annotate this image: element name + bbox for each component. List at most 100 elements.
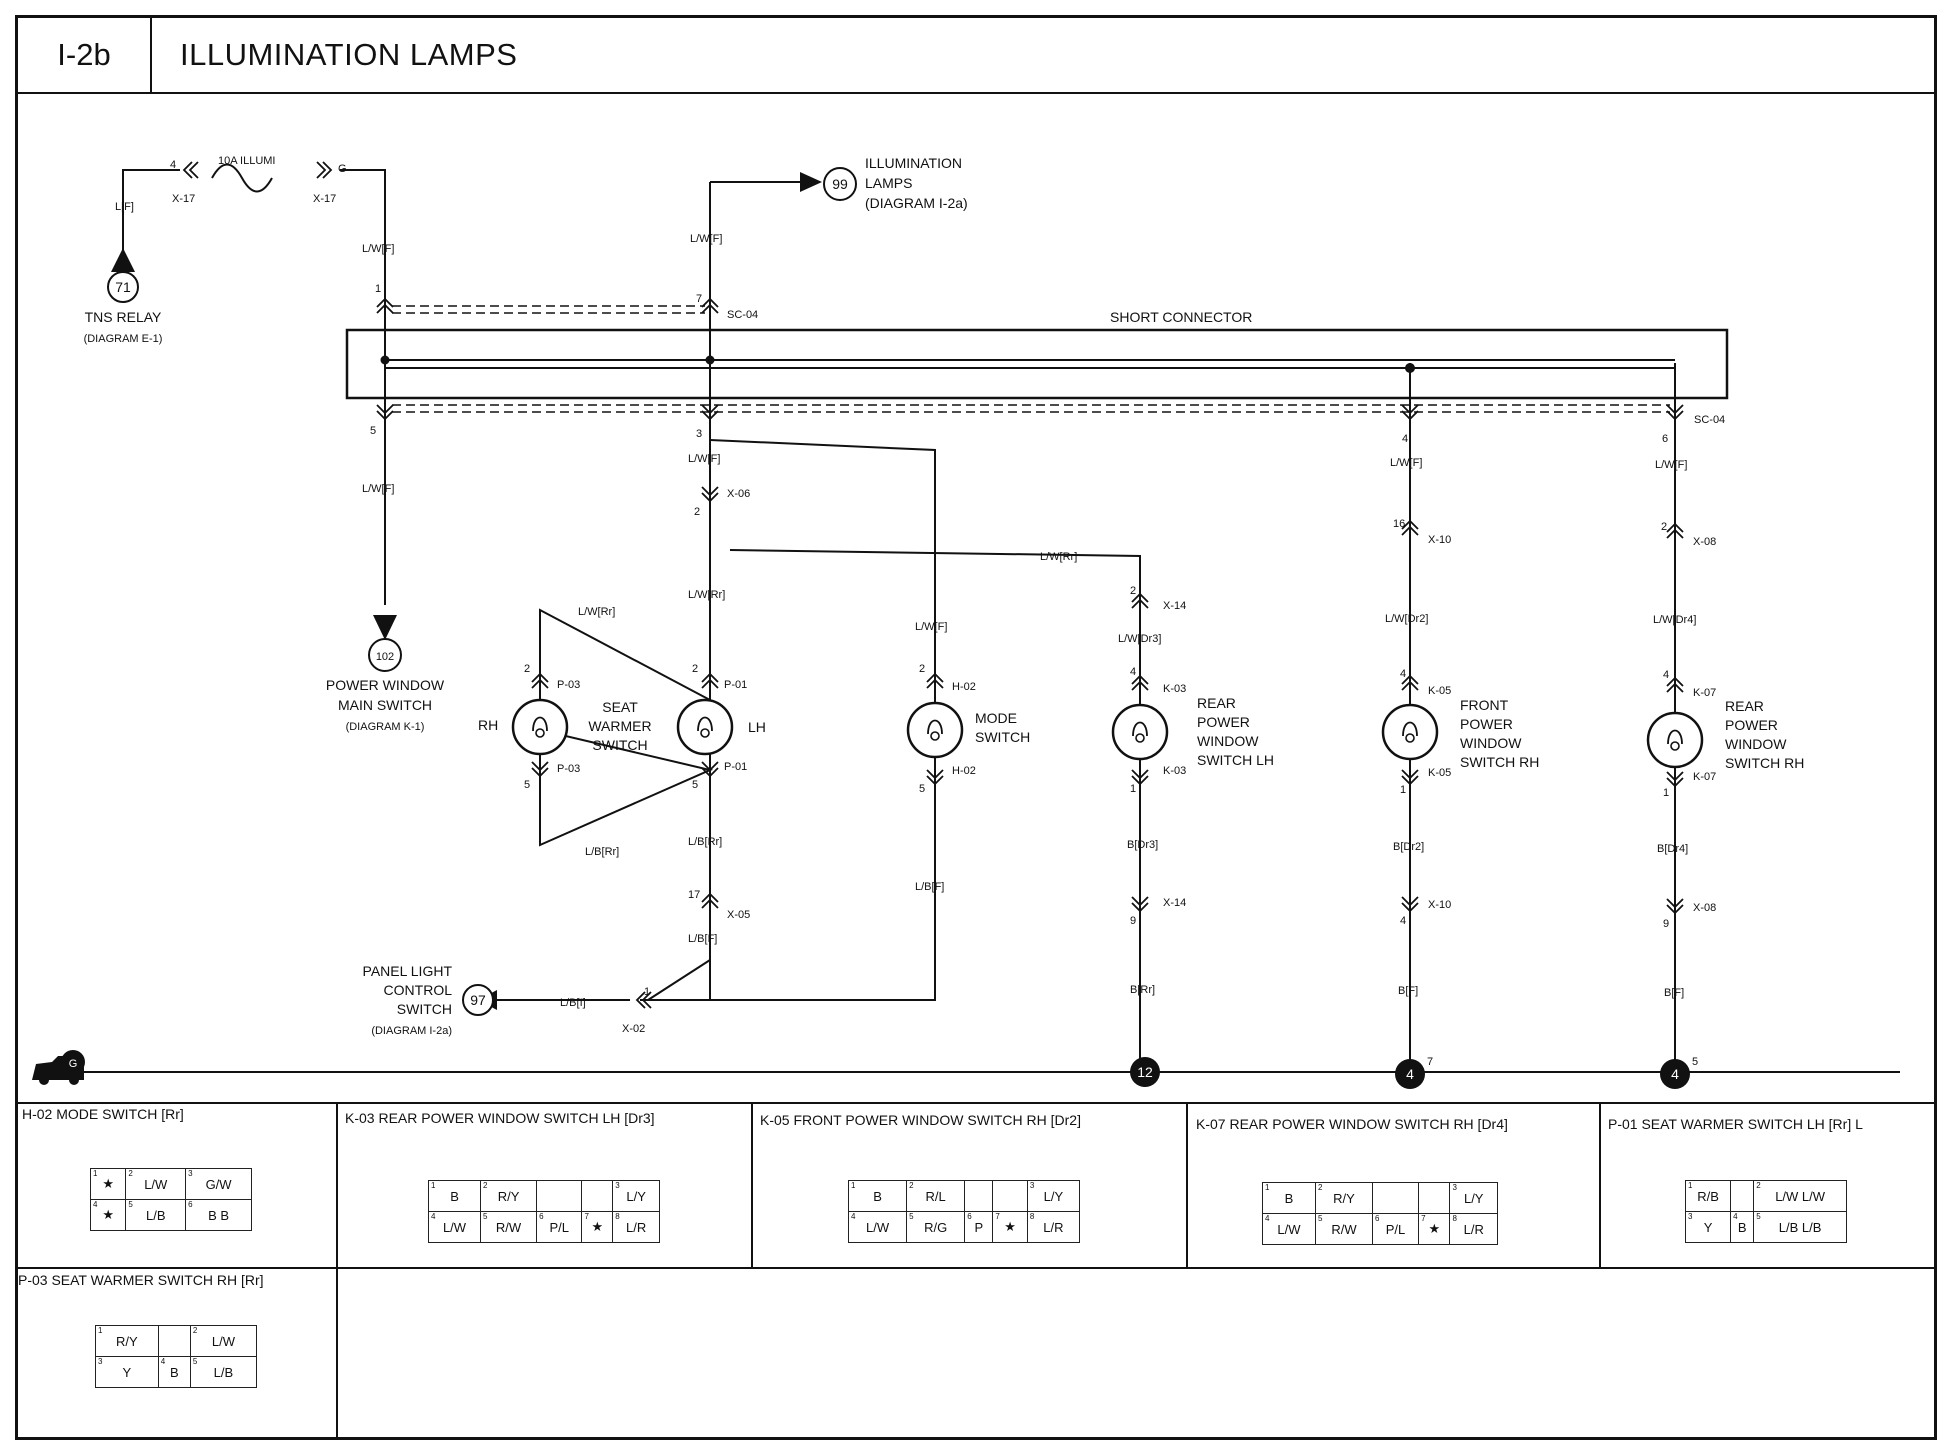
conn-label: X-05 [727,909,750,921]
ground-4a [1395,1059,1425,1089]
wire-label: B[F] [1664,987,1684,999]
pin: 6 [1662,433,1668,445]
wire-label: L/W[Rr] [1040,551,1077,563]
conn-label: H-02 [952,681,976,693]
conn-label: P-03 [557,763,580,775]
connector-pin-cell [581,1180,614,1212]
switch-label: WINDOW [1725,736,1787,752]
pin: 4 [1400,915,1406,927]
cv-title-p03: P-03 SEAT WARMER SWITCH RH [Rr] [18,1272,264,1288]
conn-label: K-05 [1428,767,1451,779]
switch-label: WINDOW [1460,735,1522,751]
panel-label-2: CONTROL [384,982,453,998]
pin: 7 [696,293,702,305]
connector-grid [18,1102,1934,1437]
pin: 1 [644,986,650,998]
node-102-num: 102 [376,651,394,663]
splice-3 [1405,363,1415,373]
fuse-conn-out: X-17 [313,193,336,205]
conn-label: P-03 [557,679,580,691]
wire-label: L/W[F] [1390,457,1422,469]
rear-pw-rh-lamp [1646,711,1704,769]
conn-label: X-02 [622,1023,645,1035]
fuse-pin-in: 4 [170,159,176,171]
pin: 5 [370,425,376,437]
pin: 4 [1130,666,1136,678]
connector-pin-cell [157,1325,191,1357]
pin: 4 [1663,669,1669,681]
wire-label: L/B[Rr] [688,836,722,848]
pwms-label-2: MAIN SWITCH [338,697,432,713]
arrow-down-icon [373,615,397,640]
node-99-num: 99 [832,176,848,192]
switch-label: SEAT [602,699,638,715]
fuse-pin-out: G [338,163,347,175]
pin: 1 [375,283,381,295]
ground-car-icon: G [32,1050,85,1085]
pin: 9 [1663,918,1669,930]
conn-label: K-07 [1693,687,1716,699]
fuse-label: 10A ILLUMI [218,155,275,167]
ground-4b [1660,1059,1690,1089]
wire-label: B[Dr2] [1393,841,1424,853]
mode-switch-lamp [906,701,964,759]
diagram-title: ILLUMINATION LAMPS [180,37,518,72]
fuse-in-connector [183,161,199,179]
conn-label: P-01 [724,679,747,691]
pwms-label-3: (DIAGRAM K-1) [346,721,425,733]
wire-label: L/W[Rr] [578,606,615,618]
conn-label: X-14 [1163,600,1186,612]
pin: 16 [1393,518,1405,530]
switch-label: SWITCH LH [1197,752,1274,768]
ground-12 [1130,1057,1160,1087]
conn-label: K-03 [1163,765,1186,777]
pin: 2 [919,663,925,675]
switch-label: FRONT [1460,697,1509,713]
pin: 2 [524,663,530,675]
pin: 9 [1130,915,1136,927]
node-97-num: 97 [470,992,486,1008]
switch-label: WINDOW [1197,733,1259,749]
panel-label-1: PANEL LIGHT [363,963,453,979]
illum-label-1: ILLUMINATION [865,155,962,171]
connector-pin-cell [1371,1182,1420,1214]
cv-title-k05: K-05 FRONT POWER WINDOW SWITCH RH [Dr2] [760,1112,1081,1128]
pin: 5 [1692,1056,1698,1068]
fuse-conn-in: X-17 [172,193,195,205]
wire-label: L/W[F] [690,233,722,245]
wire-label: L/B[Rr] [585,846,619,858]
splice-2 [705,355,715,365]
connector-pin-cell: 7★ [1418,1213,1451,1245]
cv-title-h02: H-02 MODE SWITCH [Rr] [22,1106,184,1122]
illum-label-3: (DIAGRAM I-2a) [865,195,968,211]
short-connector-box [345,328,1729,400]
wire-label: L/W[F] [1655,459,1687,471]
switch-label: REAR [1725,698,1764,714]
connector-pin-cell: 7★ [581,1211,614,1243]
conn-label: K-07 [1693,771,1716,783]
